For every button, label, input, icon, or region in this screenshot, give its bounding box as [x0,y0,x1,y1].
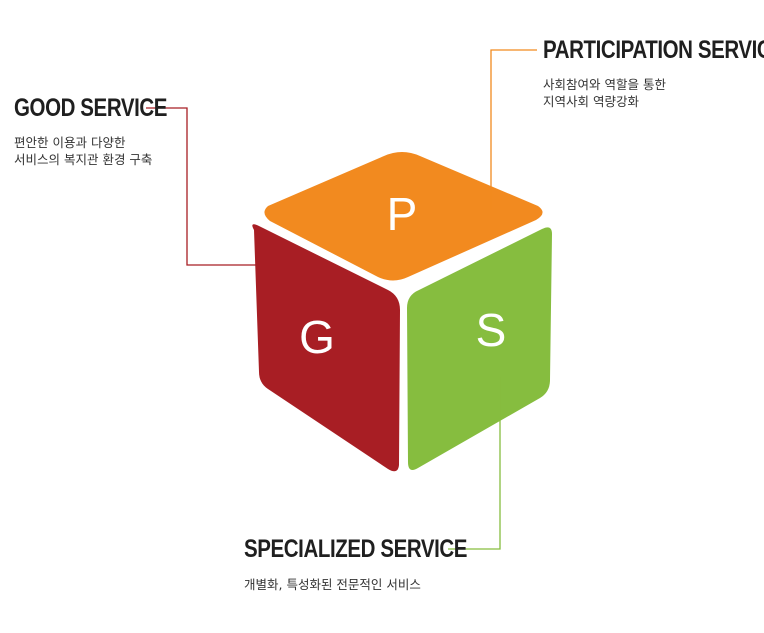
participation-connector-line [490,49,537,210]
specialized-service-title: SPECIALIZED SERVICE [244,535,468,563]
participation-service-title: PARTICIPATION SERVICE [543,36,764,64]
participation-service-desc-line2: 지역사회 역량강화 [543,94,639,109]
cube-right-face [407,227,552,470]
participation-service-desc-line1: 사회참여와 역할을 통한 [543,77,666,92]
cube-left-face [252,224,400,472]
cube-top-letter: P [386,188,418,240]
participation-service-description: 사회참여와 역할을 통한 지역사회 역량강화 [543,76,666,110]
good-service-description: 편안한 이용과 다양한 서비스의 복지관 환경 구축 [14,134,152,168]
good-service-desc-line2: 서비스의 복지관 환경 구축 [14,152,153,167]
cube-right-letter: S [475,304,507,356]
specialized-service-description: 개별화, 특성화된 전문적인 서비스 [244,576,421,593]
cube-top-face [264,152,543,281]
specialized-connector-line [448,377,501,550]
good-service-title: GOOD SERVICE [14,94,168,122]
specialized-service-desc-line1: 개별화, 특성화된 전문적인 서비스 [244,577,421,592]
cube-left-letter: G [299,311,335,363]
good-service-desc-line1: 편안한 이용과 다양한 [14,135,126,150]
good-connector-line [146,107,286,266]
